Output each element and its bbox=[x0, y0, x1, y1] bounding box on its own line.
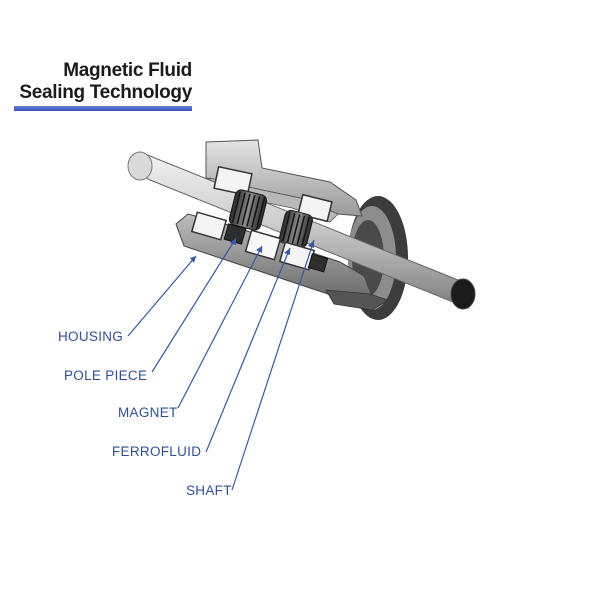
ferrofluid-rings bbox=[228, 189, 313, 249]
label-shaft: SHAFT bbox=[186, 483, 232, 498]
pole-piece-lower bbox=[190, 211, 329, 273]
leader-magnet bbox=[177, 245, 263, 409]
leader-housing bbox=[127, 255, 197, 337]
label-housing: HOUSING bbox=[58, 329, 124, 344]
label-magnet: MAGNET bbox=[118, 405, 178, 420]
title-underline bbox=[14, 106, 192, 111]
leader-arrowheads bbox=[190, 238, 314, 263]
leader-pole-piece bbox=[151, 237, 237, 373]
leader-shaft bbox=[231, 239, 315, 491]
leader-lines bbox=[127, 237, 315, 491]
label-ferrofluid: FERROFLUID bbox=[112, 444, 202, 459]
title-line-2: Sealing Technology bbox=[19, 82, 192, 103]
leader-ferrofluid bbox=[205, 247, 291, 453]
title-line-1: Magnetic Fluid bbox=[63, 60, 192, 81]
magnet bbox=[244, 229, 282, 261]
label-pole-piece: POLE PIECE bbox=[64, 368, 148, 383]
